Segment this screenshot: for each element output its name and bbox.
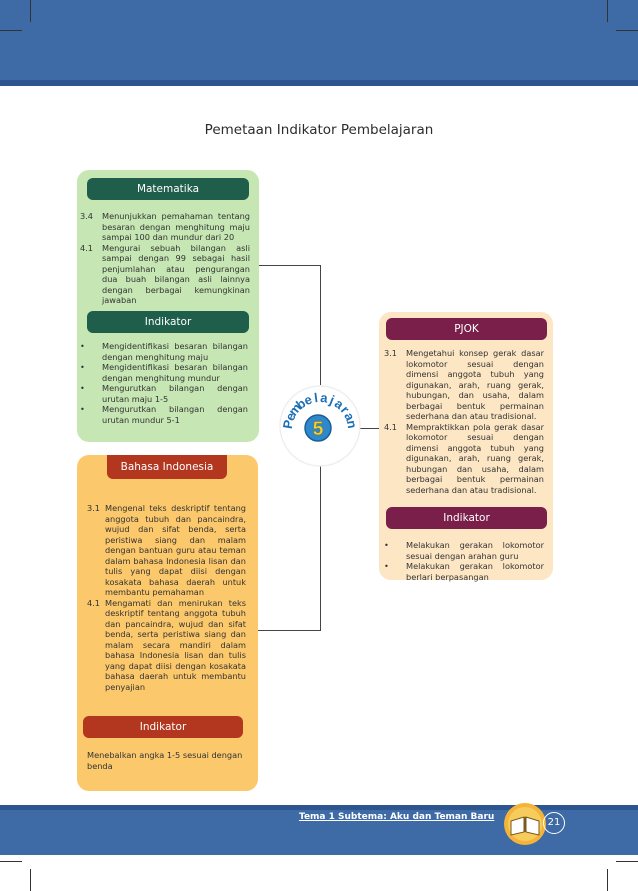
competency-number: 3.1 — [384, 348, 398, 358]
indikator-item: •Melakukan gerakan lokomotor sesuai deng… — [384, 540, 544, 561]
competency-item: 3.1 Mengetahui konsep gerak dasar lokomot… — [384, 348, 544, 422]
connector-line — [320, 265, 321, 390]
bahasa-competencies: 3.1 Mengenal teks deskriptif tentang angg… — [87, 503, 246, 692]
crop-mark — [607, 869, 608, 891]
bahasa-header: Bahasa Indonesia — [107, 455, 227, 479]
pjok-competencies: 3.1 Mengetahui konsep gerak dasar lokomot… — [384, 348, 544, 495]
pjok-header: PJOK — [386, 318, 547, 340]
badge-number: 5 — [313, 419, 324, 440]
indikator-item: •Mengurutkan bilangan dengan urutan maju… — [80, 383, 248, 404]
footer-theme: Tema 1 Subtema: Aku dan Teman Baru — [299, 812, 495, 822]
connector-line — [258, 265, 321, 266]
crop-mark — [30, 0, 31, 22]
competency-number: 3.1 — [87, 503, 101, 513]
pjok-indikator-list: •Melakukan gerakan lokomotor sesuai deng… — [384, 540, 544, 582]
matematika-indikator-header: Indikator — [87, 311, 249, 333]
badge-letter: l — [313, 390, 319, 405]
competency-number: 3.4 — [80, 211, 94, 221]
indikator-text: Mengidentifikasi besaran bilangan dengan… — [102, 341, 248, 362]
competency-text: Mengetahui konsep gerak dasar lokomotor … — [406, 348, 544, 421]
pjok-indikator-header: Indikator — [386, 507, 547, 529]
crop-mark — [616, 30, 638, 31]
competency-text: Mempraktikkan pola gerak dasar lokomotor… — [406, 421, 544, 495]
crop-mark — [616, 861, 638, 862]
competency-item: 4.1 Mempraktikkan pola gerak dasar lokomo… — [384, 422, 544, 496]
bahasa-indikator-header: Indikator — [83, 716, 243, 738]
competency-number: 4.1 — [80, 242, 94, 253]
matematika-competencies: 3.4 Menunjukkan pemahaman tentang besaran… — [80, 211, 250, 306]
indikator-item: •Mengidentifikasi besaran bilangan denga… — [80, 362, 248, 383]
competency-item: 3.4 Menunjukkan pemahaman tentang besaran… — [80, 211, 250, 243]
badge-letter: a — [320, 390, 330, 406]
badge-letter: n — [344, 419, 360, 429]
indikator-text: Melakukan gerakan lokomotor berlari berp… — [406, 561, 544, 582]
indikator-item: •Mengurutkan bilangan dengan urutan mund… — [80, 404, 248, 425]
competency-number: 4.1 — [384, 421, 398, 432]
page-title: Pemetaan Indikator Pembelajaran — [204, 122, 434, 138]
competency-text: Mengenal teks deskriptif tentang anggota… — [105, 503, 246, 597]
crop-mark — [0, 861, 22, 862]
indikator-text: Mengurutkan bilangan dengan urutan maju … — [102, 383, 248, 404]
book-icon — [504, 803, 546, 845]
competency-item: 3.1 Mengenal teks deskriptif tentang angg… — [87, 503, 246, 598]
indikator-text: Melakukan gerakan lokomotor sesuai denga… — [406, 540, 544, 561]
indikator-item: •Mengidentifikasi besaran bilangan denga… — [80, 341, 248, 362]
bahasa-indikator-text: Menebalkan angka 1-5 sesuai dengan benda — [87, 750, 243, 771]
crop-mark — [30, 869, 31, 891]
competency-item: 4.1 Mengurai sebuah bilangan asli sampai … — [80, 243, 250, 306]
indikator-item: •Melakukan gerakan lokomotor berlari ber… — [384, 561, 544, 582]
badge-letter: P — [280, 418, 296, 429]
matematika-header: Matematika — [87, 178, 249, 200]
competency-text: Menunjukkan pemahaman tentang besaran de… — [102, 211, 250, 242]
crop-mark — [607, 0, 608, 22]
connector-line — [258, 630, 321, 631]
competency-number: 4.1 — [87, 597, 101, 608]
competency-text: Mengamati dan menirukan teks deskriptif … — [105, 597, 246, 692]
indikator-text: Mengurutkan bilangan dengan urutan mundu… — [102, 404, 248, 425]
connector-line — [320, 465, 321, 631]
badge-number-circle — [304, 414, 332, 442]
competency-item: 4.1 Mengamati dan menirukan teks deskript… — [87, 598, 246, 693]
matematika-panel — [77, 170, 259, 442]
connector-line — [352, 428, 384, 429]
page-number: 21 — [543, 812, 565, 834]
pjok-panel — [379, 312, 553, 580]
competency-text: Mengurai sebuah bilangan asli sampai den… — [102, 242, 250, 306]
crop-mark — [0, 30, 22, 31]
header-band — [0, 0, 638, 86]
badge-letter: j — [327, 392, 337, 408]
indikator-text: Mengidentifikasi besaran bilangan dengan… — [102, 362, 248, 383]
matematika-indikator-list: •Mengidentifikasi besaran bilangan denga… — [80, 341, 248, 425]
